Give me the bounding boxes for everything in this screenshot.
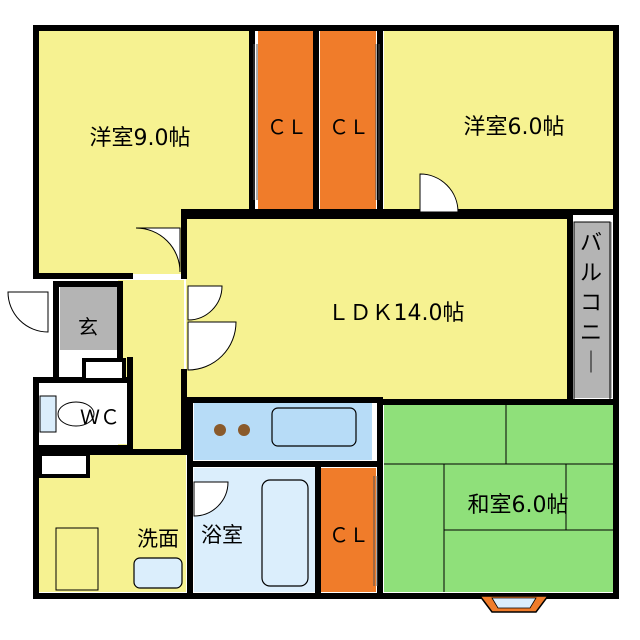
stove-burner-left <box>214 424 226 436</box>
tatami-lines <box>384 404 614 592</box>
bathtub <box>261 479 309 587</box>
door-room6 <box>419 173 459 213</box>
washbasin <box>133 557 183 589</box>
stove-burner-right <box>238 424 250 436</box>
closet-2-fill <box>320 30 376 210</box>
japanese-room-fill <box>384 404 614 592</box>
closet-track-marks <box>253 44 380 586</box>
door-washroom <box>193 481 229 517</box>
label-western-room-6: 洋室6.0帖 <box>464 115 565 140</box>
bay-window-inner <box>491 597 537 609</box>
label-japanese-room: 和室6.0帖 <box>468 493 569 518</box>
label-ldk: ＬＤＫ14.0帖 <box>328 301 465 326</box>
label-balcony: バルコニ｜ <box>580 231 602 376</box>
balcony-fill <box>574 222 612 398</box>
label-closet-3: ＣＬ <box>329 523 369 547</box>
kitchen-sink <box>271 407 357 447</box>
ldk-fill <box>186 218 570 400</box>
door-ldk-upper <box>187 285 223 321</box>
label-entrance: 玄 <box>78 315 98 339</box>
label-closet-2: ＣＬ <box>329 115 369 139</box>
toilet-partitions <box>38 358 126 478</box>
door-ldk-lower <box>187 321 237 371</box>
label-bathroom: 浴室 <box>201 523 243 547</box>
toilet-bowl <box>57 401 95 427</box>
label-closet-1: ＣＬ <box>267 115 307 139</box>
entrance-fill <box>60 286 118 350</box>
closet-3-fill <box>320 468 376 592</box>
label-western-room-9: 洋室9.0帖 <box>90 126 191 151</box>
label-washroom: 洗面 <box>137 527 179 551</box>
washer-space <box>55 527 99 591</box>
balcony-outline <box>573 221 611 401</box>
toilet-tank <box>39 395 57 433</box>
door-room9 <box>135 227 181 273</box>
closet-1-fill <box>258 30 314 210</box>
door-entrance <box>7 291 49 333</box>
label-toilet: ＷＣ <box>80 405 120 429</box>
door-swings <box>7 173 459 517</box>
